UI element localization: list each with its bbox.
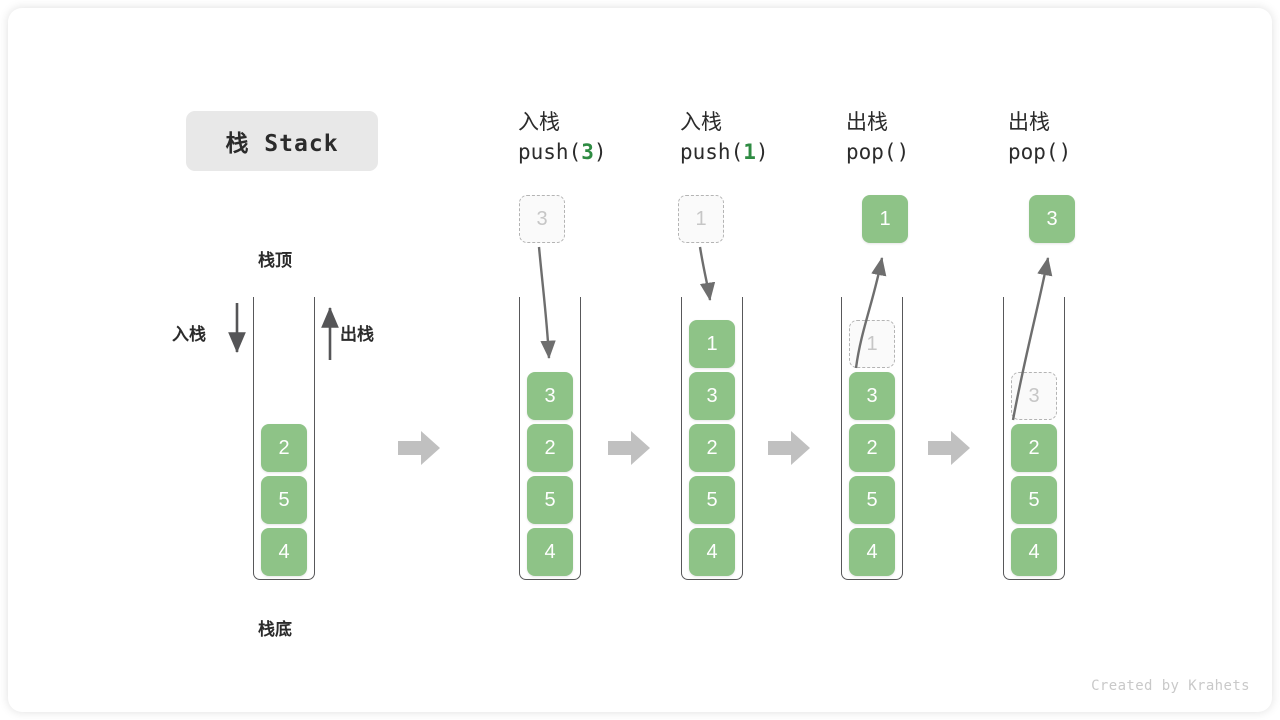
operation-label-pop-1: 出栈 pop() — [846, 108, 909, 168]
floating-push-value-1: 1 — [678, 195, 724, 243]
operation-code-suffix-2: ) — [896, 139, 910, 164]
stack-element: 4 — [527, 528, 573, 576]
stack-tube — [1003, 297, 1065, 580]
stack-element: 5 — [527, 476, 573, 524]
operation-cn-1: 入栈 — [680, 111, 722, 134]
operation-code-value-1: 1 — [743, 139, 756, 164]
credit-text: Created by Krahets — [1091, 678, 1250, 694]
operation-cn-0: 入栈 — [518, 111, 560, 134]
pop-side-label: 出栈 — [340, 325, 374, 344]
operation-code-value-0: 3 — [581, 139, 594, 164]
operation-cn-3: 出栈 — [1008, 111, 1050, 134]
push-1-arrow — [698, 246, 716, 301]
stack-tube — [519, 297, 581, 580]
stack-element: 4 — [849, 528, 895, 576]
operation-code-1: push(1) — [680, 138, 769, 168]
stack-ghost-element: 3 — [1011, 372, 1057, 420]
operation-code-prefix-3: pop( — [1008, 139, 1059, 164]
stack-element: 5 — [849, 476, 895, 524]
stack-element: 3 — [527, 372, 573, 420]
operation-code-suffix-1: ) — [755, 139, 769, 164]
stack-element: 5 — [1011, 476, 1057, 524]
stack-element: 4 — [1011, 528, 1057, 576]
operation-code-0: push(3) — [518, 138, 607, 168]
push-side-label: 入栈 — [172, 325, 206, 344]
stack-element: 2 — [527, 424, 573, 472]
stack-element: 1 — [689, 320, 735, 368]
floating-pop-value-3: 3 — [1029, 195, 1075, 243]
operation-label-push-3: 入栈 push(3) — [518, 108, 607, 168]
operation-code-2: pop() — [846, 138, 909, 168]
stack-bottom-label: 栈底 — [258, 620, 292, 639]
stack-tube — [253, 297, 315, 580]
stack-element: 4 — [689, 528, 735, 576]
title-chip: 栈 Stack — [186, 111, 378, 171]
operation-label-pop-3: 出栈 pop() — [1008, 108, 1071, 168]
flow-arrow-3 — [768, 430, 810, 466]
operation-code-prefix-0: push( — [518, 139, 582, 164]
operation-code-3: pop() — [1008, 138, 1071, 168]
stack-element: 4 — [261, 528, 307, 576]
stack-element: 3 — [689, 372, 735, 420]
flow-arrow-1 — [398, 430, 440, 466]
stack-ghost-element: 1 — [849, 320, 895, 368]
floating-pop-value-1: 1 — [862, 195, 908, 243]
stack-top-label: 栈顶 — [258, 251, 292, 270]
stack-element: 2 — [689, 424, 735, 472]
stack-element: 2 — [849, 424, 895, 472]
operation-code-prefix-1: push( — [680, 139, 744, 164]
flow-arrow-2 — [608, 430, 650, 466]
stack-element: 3 — [849, 372, 895, 420]
floating-push-value-3: 3 — [519, 195, 565, 243]
stack-tube — [841, 297, 903, 580]
stack-element: 5 — [689, 476, 735, 524]
flow-arrow-4 — [928, 430, 970, 466]
stack-element: 2 — [1011, 424, 1057, 472]
operation-label-push-1: 入栈 push(1) — [680, 108, 769, 168]
operation-cn-2: 出栈 — [846, 111, 888, 134]
operation-code-suffix-0: ) — [593, 139, 607, 164]
stack-element: 5 — [261, 476, 307, 524]
operation-code-suffix-3: ) — [1058, 139, 1072, 164]
operation-code-prefix-2: pop( — [846, 139, 897, 164]
stack-element: 2 — [261, 424, 307, 472]
stack-tube — [681, 297, 743, 580]
